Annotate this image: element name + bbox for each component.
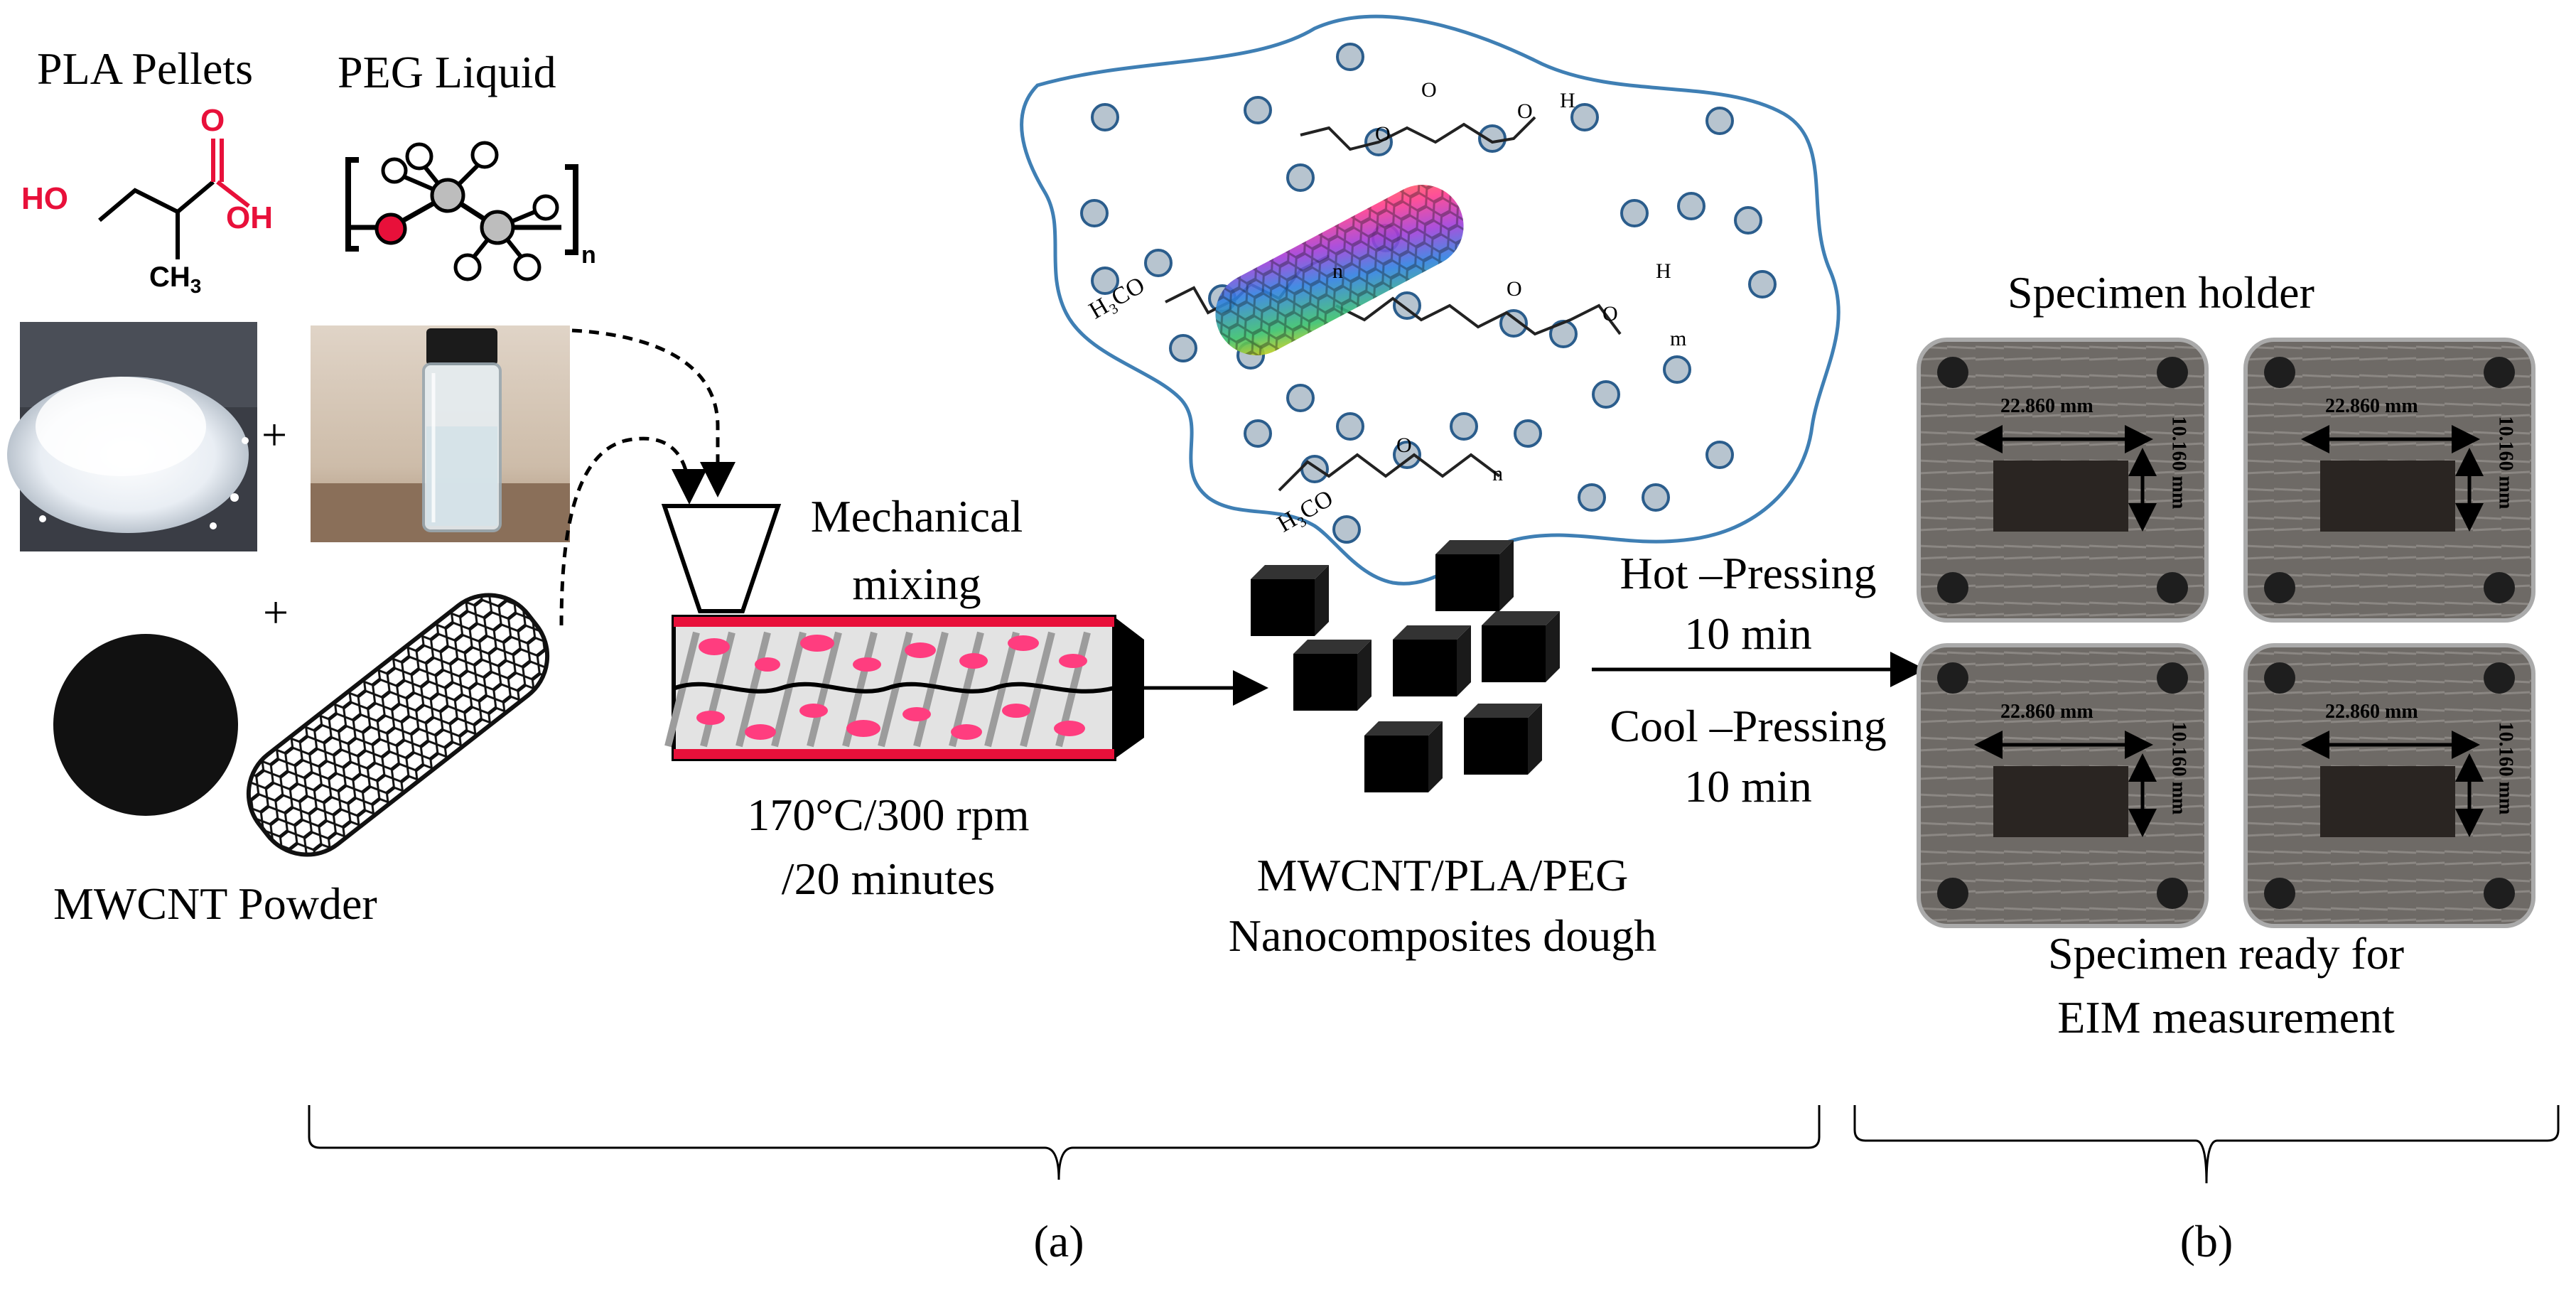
molecule-o1: O <box>1375 122 1391 146</box>
panel-label-b: (b) <box>2179 1216 2233 1266</box>
mixing-conditions-line1: 170°C/300 rpm <box>747 790 1030 840</box>
cool-pressing-label: Cool –Pressing <box>1610 701 1887 751</box>
brace-a <box>308 1105 1821 1180</box>
specimen-holders <box>1917 338 2535 928</box>
pla-structure <box>98 139 250 259</box>
pla-ho-label: HO <box>21 181 68 216</box>
pla-o-label: O <box>200 103 225 138</box>
molecule-sub-n2: n <box>1492 462 1503 485</box>
panel-label-a: (a) <box>1033 1216 1084 1266</box>
pla-pellets-label: PLA Pellets <box>37 43 254 94</box>
dough-cubes <box>1251 540 1560 792</box>
pla-ch3-subscript: 3 <box>190 275 202 297</box>
mwcnt-powder-label: MWCNT Powder <box>53 878 377 929</box>
hot-pressing-label: Hot –Pressing <box>1620 548 1877 598</box>
holder3-height-dim: 10.160 mm <box>2167 721 2190 815</box>
pla-oh-label: OH <box>226 200 273 235</box>
cool-pressing-time: 10 min <box>1684 761 1812 812</box>
molecule-o3: O <box>1517 99 1533 123</box>
molecule-o6: O <box>1396 434 1412 457</box>
pla-ch3-label: CH3 <box>149 262 201 298</box>
peg-vial-photo <box>311 325 570 542</box>
molecule-cloud <box>1020 14 1841 586</box>
dashed-connectors <box>559 328 735 626</box>
molecule-h2: H <box>1656 259 1671 283</box>
holder2-width-dim: 22.860 mm <box>2325 395 2418 417</box>
molecule-o2: O <box>1421 78 1437 102</box>
mwcnt-powder-pile <box>53 634 238 816</box>
specimen-holder-title: Specimen holder <box>2008 267 2314 318</box>
nanotube-drawing <box>246 593 550 857</box>
holder4-height-dim: 10.160 mm <box>2494 721 2517 815</box>
dough-label-line1: MWCNT/PLA/PEG <box>1256 850 1629 900</box>
dough-label-line2: Nanocomposites dough <box>1228 910 1657 961</box>
plus-sign-2: + <box>263 587 289 637</box>
molecule-o4: O <box>1507 277 1522 301</box>
extruder-barrel <box>664 615 1144 761</box>
holder2-height-dim: 10.160 mm <box>2494 416 2517 510</box>
molecule-sub-n1: n <box>1332 259 1343 283</box>
peg-liquid-label: PEG Liquid <box>338 47 556 97</box>
holder3-width-dim: 22.860 mm <box>2000 701 2093 723</box>
holder1-width-dim: 22.860 mm <box>2000 395 2093 417</box>
mixing-title-line2: mixing <box>852 559 981 609</box>
mixing-title-line1: Mechanical <box>810 491 1023 542</box>
holder1-height-dim: 10.160 mm <box>2167 416 2190 510</box>
pla-pellets-photo <box>7 322 257 551</box>
molecule-o5: O <box>1602 302 1618 325</box>
specimen-ready-line1: Specimen ready for <box>2047 928 2405 979</box>
specimen-ready-line2: EIM measurement <box>2057 992 2395 1043</box>
mixing-conditions-line2: /20 minutes <box>781 854 996 904</box>
brace-b <box>1853 1105 2560 1184</box>
holder4-width-dim: 22.860 mm <box>2325 701 2418 723</box>
molecule-h1: H <box>1560 89 1575 112</box>
molecule-sub-m: m <box>1670 327 1687 350</box>
peg-subscript-n: n <box>581 242 596 269</box>
hot-pressing-time: 10 min <box>1684 608 1812 659</box>
peg-structure <box>345 141 578 281</box>
pla-ch-text: CH <box>149 262 190 293</box>
hopper-funnel <box>661 504 782 613</box>
plus-sign-1: + <box>262 409 288 460</box>
